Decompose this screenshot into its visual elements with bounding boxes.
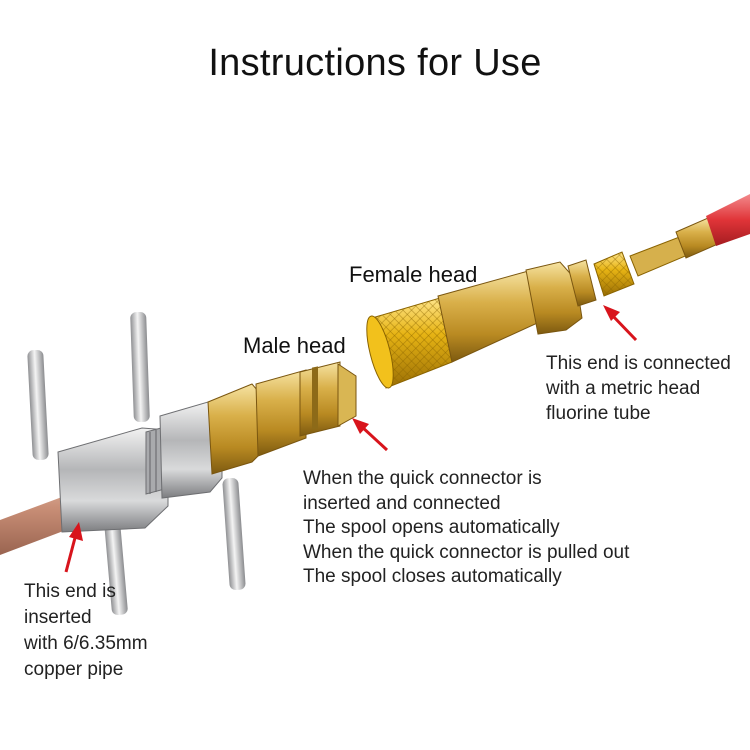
arrow-copper-end: [64, 522, 83, 573]
note-line: with a metric head: [546, 378, 701, 399]
quick-connector-note: When the quick connector is inserted and…: [303, 467, 629, 590]
note-line: copper pipe: [24, 659, 124, 680]
male-head-groove: [312, 366, 318, 430]
note-line: When the quick connector is: [303, 468, 542, 489]
note-line: inserted: [24, 607, 92, 628]
female-head-valve-knurl: [594, 252, 634, 296]
metric-end-note: This end is connected with a metric head…: [546, 351, 731, 426]
note-line: The spool closes automatically: [303, 566, 562, 587]
male-head-tip: [337, 363, 357, 427]
male-head-plug: [299, 361, 341, 437]
red-hose: [706, 194, 750, 246]
steel-rod: [222, 477, 246, 591]
female-head-face: [366, 315, 394, 389]
arrow-quick-connector: [352, 418, 389, 452]
note-line: The spool opens automatically: [303, 517, 560, 538]
note-line: fluorine tube: [546, 403, 651, 424]
steel-rod: [27, 349, 49, 461]
female-head-label: Female head: [349, 262, 478, 287]
note-line: This end is connected: [546, 353, 731, 374]
arrow-metric-end: [603, 305, 638, 342]
note-line: inserted and connected: [303, 492, 501, 514]
female-head-hex: [525, 261, 583, 335]
male-head-label: Male head: [243, 333, 346, 358]
steel-block: [57, 427, 169, 533]
steel-rod: [104, 519, 128, 616]
note-line: When the quick connector is pulled out: [303, 541, 630, 563]
note-line: with 6/6.35mm: [24, 633, 148, 654]
male-head-body: [255, 369, 307, 457]
note-line: This end is: [24, 581, 116, 602]
steel-rod: [130, 311, 150, 423]
copper-end-note: This end is inserted with 6/6.35mm coppe…: [24, 579, 148, 683]
female-head-nut: [567, 259, 597, 307]
page-title: Instructions for Use: [208, 42, 542, 84]
